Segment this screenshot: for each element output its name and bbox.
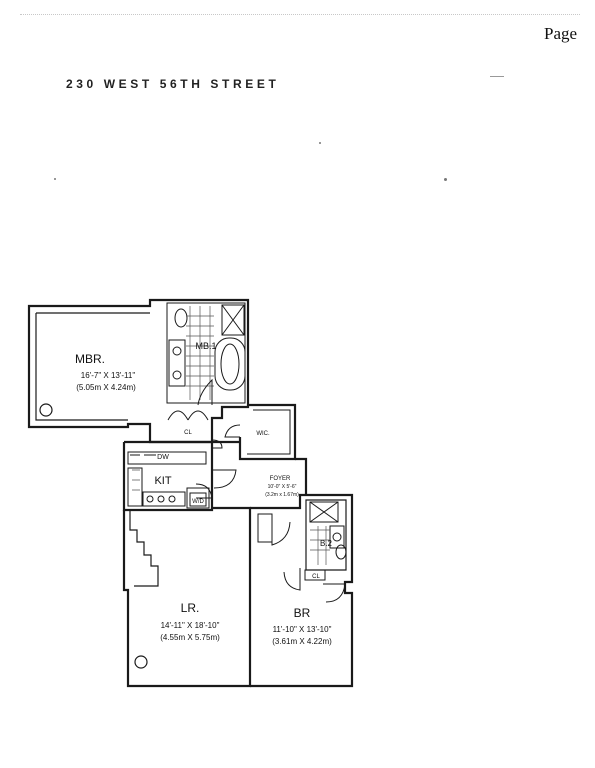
lr-dim-ft: 14'-11" X 18'-10" [161, 621, 220, 630]
mbr-dim-m: (5.05m X 4.24m) [76, 383, 136, 392]
mbr-name: MBR. [75, 352, 105, 366]
lr-inner-steps [129, 510, 159, 587]
kitchen-door [195, 483, 213, 499]
foyer-walls [212, 440, 308, 495]
lr-name: LR. [181, 601, 200, 615]
shower-box [221, 304, 245, 336]
bath-door [197, 378, 213, 406]
cl2-name: CL [312, 574, 320, 580]
washer-dryer [186, 487, 210, 509]
kit-name: KIT [154, 475, 171, 487]
entry-door [212, 469, 237, 489]
toilet-icon [174, 308, 188, 328]
column-icon [39, 403, 53, 417]
foyer-dim-m: (3.2m x 1.67m) [265, 492, 299, 498]
sink-icon [172, 346, 182, 356]
kitchen-fixtures [127, 451, 210, 509]
plan-walls [27, 298, 354, 688]
double-vanity [168, 339, 186, 387]
br-walls [250, 493, 354, 688]
b2-name: B.2 [320, 539, 333, 548]
br-closet [257, 513, 273, 543]
br-door [323, 583, 346, 603]
sink-icon [172, 370, 182, 380]
lr-dim-m: (4.55m X 5.75m) [160, 633, 220, 642]
br-closet-door [271, 520, 291, 546]
closet-door [167, 410, 189, 421]
wd-name: W/D [192, 499, 204, 505]
bath2-inner [305, 499, 347, 571]
foyer-dim-ft: 10'-0" X 5'-6" [268, 484, 297, 490]
br-dim-m: (3.61m X 4.22m) [272, 637, 332, 646]
br-name: BR [294, 606, 311, 620]
scan-artifact-dot [319, 142, 321, 144]
bathtub [214, 337, 246, 391]
shower-box [309, 501, 339, 523]
scan-artifact-dot [490, 76, 504, 77]
scan-artifact-dot [54, 178, 56, 180]
closet-door [187, 410, 209, 421]
lr-walls [122, 506, 252, 688]
br-dim-ft: 11'-10" X 13'-10" [273, 625, 332, 634]
scan-artifact-dot [444, 178, 447, 181]
page-label: Page [544, 24, 578, 43]
mbr-walls [27, 298, 250, 444]
door-swings [167, 378, 346, 603]
bath2-fixtures [257, 501, 347, 581]
dw-name: DW [157, 454, 169, 461]
wic-door [224, 424, 241, 438]
sink-icon [332, 532, 342, 542]
toilet-icon [335, 544, 347, 560]
wic-inner [247, 409, 291, 455]
building-address: 230 WEST 56TH STREET [66, 77, 280, 91]
room-labels: MBR. 16'-7" X 13'-11" (5.05m X 4.24m) MB… [75, 341, 333, 646]
mbr-dim-ft: 16'-7" X 13'-11" [81, 371, 136, 380]
cl-name: CL [184, 430, 192, 436]
mbath-name: MB.1 [195, 341, 216, 351]
mbr-inner-walls [35, 312, 150, 421]
master-bath-fixtures [166, 302, 246, 404]
column-icon [134, 655, 148, 669]
scan-artifact-line [20, 14, 580, 16]
column-markers [39, 403, 148, 669]
wic-name: WIC. [256, 431, 270, 437]
foyer-name: FOYER [270, 476, 291, 482]
bath2-door [283, 568, 301, 591]
kitchen-walls [122, 440, 214, 512]
